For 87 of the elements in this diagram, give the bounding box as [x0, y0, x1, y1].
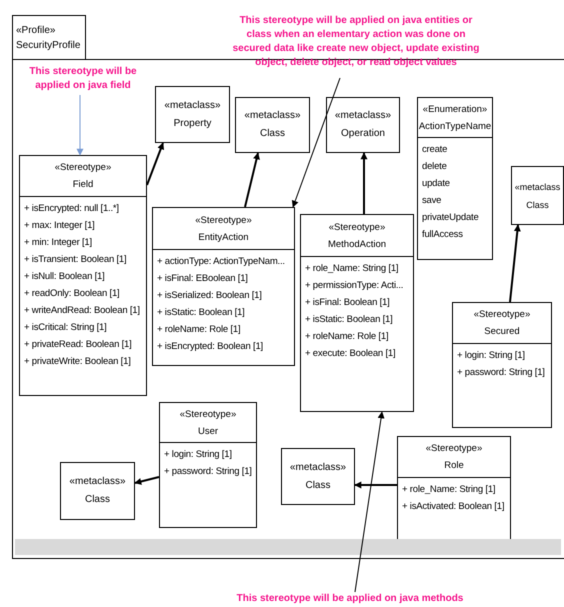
attribute-text: + role_Name: String [1]: [402, 483, 496, 497]
class-name: Field: [72, 178, 94, 192]
attribute-text: + min: Integer [1]: [24, 236, 93, 250]
stereotype-label: «metaclass»: [334, 109, 392, 123]
class-name: Class: [260, 127, 285, 141]
class-box: [452, 302, 552, 428]
attribute-text: + privateRead: Boolean [1]: [24, 338, 133, 352]
attribute-text: + isStatic: Boolean [1]: [305, 313, 394, 327]
annotation-note: This stereotype will be applied on java field: [22, 65, 144, 95]
attribute-text: + isFinal: EBoolean [1]: [157, 272, 249, 286]
class-name: Role: [444, 459, 464, 473]
package-name: SecurityProfile: [16, 38, 82, 52]
stereotype-label: «Enumeration»: [422, 102, 488, 116]
attribute-text: + isSerialized: Boolean [1]: [157, 289, 263, 303]
metaclass-box: [511, 166, 564, 225]
attribute-text: + isEncrypted: Boolean [1]: [157, 340, 264, 354]
class-box: [159, 402, 257, 528]
class-name: Class: [526, 198, 549, 212]
attribute-text: + login: String [1]: [457, 349, 526, 363]
stereotype-label: «metaclass»: [244, 109, 301, 123]
attribute-text: + login: String [1]: [164, 448, 233, 462]
class-name: MethodAction: [328, 238, 386, 252]
stereotype-label: «metaclass»: [164, 98, 221, 112]
attribute-text: + max: Integer [1]: [24, 219, 96, 233]
class-name: Class: [84, 493, 110, 507]
stereotype-label: «Stereotype»: [426, 442, 482, 456]
metaclass-box: [155, 86, 230, 143]
stereotype-label: «Stereotype»: [180, 408, 236, 422]
attribute-text: update: [422, 177, 451, 191]
stereotype-label: «metaclass: [514, 180, 560, 194]
leader-line: [76, 94, 84, 156]
class-name: Property: [174, 116, 212, 130]
metaclass-box: [281, 448, 355, 505]
class-box: [19, 155, 147, 396]
attribute-text: + isTransient: Boolean [1]: [24, 253, 128, 267]
attribute-text: + role_Name: String [1]: [305, 262, 400, 276]
attribute-text: + roleName: Role [1]: [157, 323, 242, 337]
class-box: [397, 436, 511, 539]
class-box: [152, 207, 295, 366]
stereotype-label: «Stereotype»: [474, 308, 530, 322]
leader-line: [292, 78, 340, 208]
extension-arrow: [354, 482, 397, 488]
class-box: [417, 97, 493, 260]
stereotype-label: «Stereotype»: [328, 220, 386, 234]
attribute-text: + readOnly: Boolean [1]: [24, 287, 120, 301]
metaclass-box: [326, 97, 400, 153]
attribute-text: + isStatic: Boolean [1]: [157, 306, 246, 320]
stereotype-label: «Stereotype»: [54, 161, 112, 175]
class-name: User: [198, 424, 218, 438]
extension-arrow: [134, 476, 160, 485]
attribute-text: fullAccess: [422, 228, 464, 242]
attribute-text: save: [422, 194, 442, 208]
attribute-text: + actionType: ActionTypeNam...: [157, 255, 286, 269]
annotation-note: This stereotype will be applied on java entities or class when an elementary action was done on secured data like create new object, update existing object, delete object, or read object values: [228, 14, 484, 78]
attribute-text: + password: String [1]: [164, 465, 252, 479]
class-name: Operation: [341, 127, 385, 141]
attribute-text: create: [422, 143, 448, 157]
class-name: ActionTypeName: [418, 120, 492, 134]
attribute-text: + isFinal: Boolean [1]: [305, 296, 391, 310]
extension-arrow: [146, 142, 164, 186]
attribute-text: + permissionType: Acti...: [305, 279, 404, 293]
stereotype-label: «Profile»: [16, 24, 56, 38]
stereotype-label: «metaclass»: [69, 475, 126, 489]
metaclass-box: [235, 97, 310, 153]
leader-line: [354, 411, 385, 592]
class-name: EntityAction: [198, 230, 249, 244]
attribute-text: + isNull: Boolean [1]: [24, 270, 106, 284]
class-box: [300, 214, 414, 412]
attribute-text: + writeAndRead: Boolean [1]: [24, 304, 141, 318]
extension-arrow: [509, 224, 521, 302]
attribute-text: + password: String [1]: [457, 366, 546, 380]
attribute-text: + isEncrypted: null [1..*]: [24, 202, 120, 216]
class-name: Secured: [484, 325, 520, 339]
annotation-note: This stereotype will be applied on java methods: [215, 592, 485, 607]
attribute-text: privateUpdate: [422, 211, 480, 225]
attribute-text: + privateWrite: Boolean [1]: [24, 355, 132, 369]
extension-arrow: [244, 152, 260, 208]
attribute-text: + isActivated: Boolean [1]: [402, 500, 506, 514]
extension-arrow: [360, 152, 368, 214]
attribute-text: delete: [422, 160, 448, 174]
metaclass-box: [60, 462, 135, 520]
class-name: Class: [305, 478, 330, 492]
stereotype-label: «Stereotype»: [195, 214, 252, 228]
attribute-text: + execute: Boolean [1]: [305, 347, 396, 361]
attribute-text: + roleName: Role [1]: [305, 330, 390, 344]
stereotype-label: «metaclass»: [290, 460, 346, 474]
attribute-text: + isCritical: String [1]: [24, 321, 108, 335]
